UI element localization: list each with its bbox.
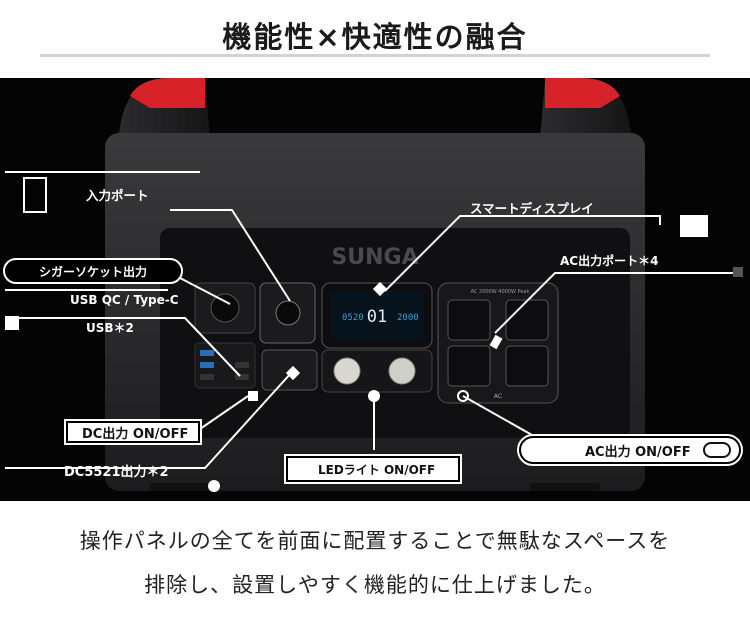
label-dc5521: DC5521出力＊2	[64, 465, 169, 480]
label-smart-display: スマートディスプレイ	[470, 201, 594, 216]
caption-line-1: 操作パネルの全てを前面に配置することで無駄なスペースを	[79, 529, 671, 553]
label-led-light: LEDライト ON/OFF	[284, 454, 462, 484]
label-usb-count: USB＊2	[86, 321, 134, 335]
toggle-icon	[703, 442, 731, 458]
caption-line-2: 排除し、設置しやすく機能的に仕上げました。	[144, 573, 606, 597]
label-cigar-socket: シガーソケット出力	[3, 258, 183, 284]
svg-text:01: 01	[367, 307, 387, 327]
product-photo: SUNGA 0520 01 2000 AC 2000W 4000W Peak	[0, 78, 750, 501]
page-title: 機能性×快適性の融合	[222, 20, 528, 54]
label-input-port: 入力ポート	[86, 188, 149, 203]
brand-logo: SUNGA	[331, 245, 418, 270]
svg-text:AC 2000W 4000W Peak: AC 2000W 4000W Peak	[471, 289, 530, 295]
title-divider	[40, 54, 710, 57]
label-ac-port: AC出力ポート＊4	[560, 254, 659, 268]
power-station-illustration: SUNGA 0520 01 2000 AC 2000W 4000W Peak	[5, 78, 743, 492]
label-dc-out: DC出力 ON/OFF	[64, 419, 202, 445]
svg-text:AC: AC	[494, 393, 502, 400]
label-usb-qc: USB QC / Type-C	[70, 293, 179, 307]
label-ac-out: AC出力 ON/OFF	[517, 434, 743, 466]
svg-text:0520: 0520	[342, 313, 364, 323]
caption: 操作パネルの全てを前面に配置することで無駄なスペースを 排除し、設置しやすく機能…	[0, 501, 750, 627]
svg-text:2000: 2000	[397, 313, 419, 323]
